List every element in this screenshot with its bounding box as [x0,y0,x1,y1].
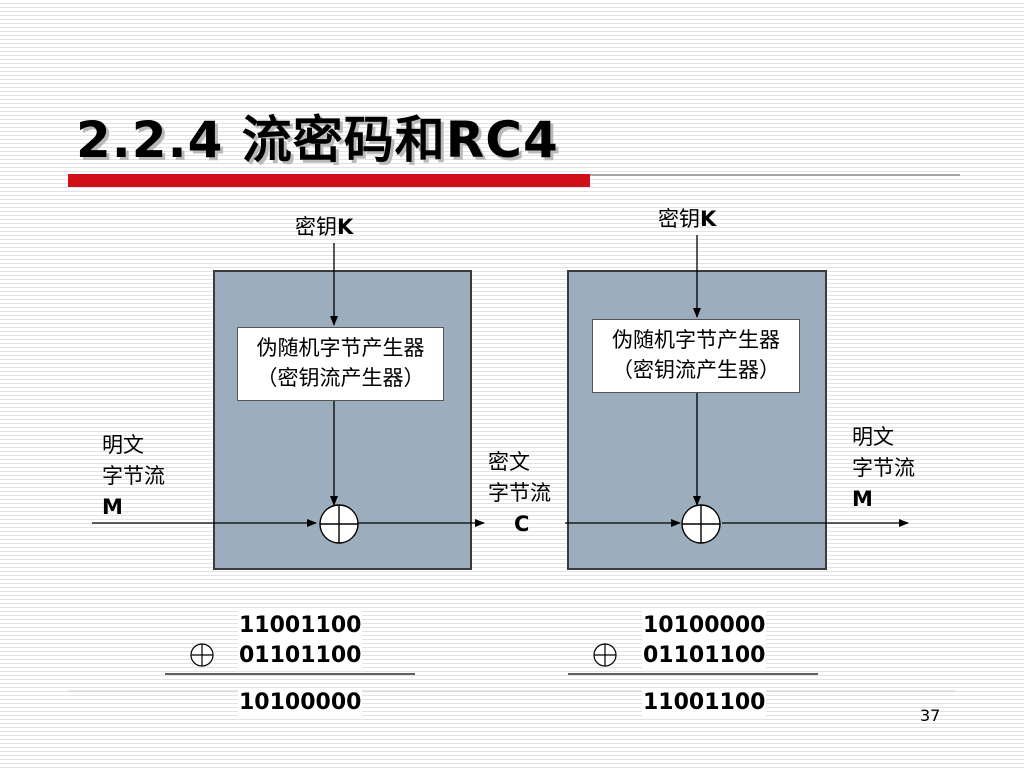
example-right-result: 11001100 [642,688,767,718]
plaintext-input-label: 明文 字节流 M [102,433,165,519]
page-number: 37 [920,706,941,725]
right-generator-line1: 伪随机字节产生器 [612,328,780,352]
title-underline-grey [590,174,960,176]
slide-title: 2.2.4 流密码和RC4 [76,111,559,169]
title-underline-red [68,174,590,187]
example-right-row2: 01101100 [642,641,767,671]
left-generator-line1: 伪随机字节产生器 [256,336,425,360]
example-left-row1: 11001100 [238,611,363,641]
example-left-result: 10100000 [238,688,363,718]
right-key-label: 密钥K [658,207,717,231]
example-right-xor-icon [593,643,617,667]
ciphertext-label: 密文 字节流 C [488,450,551,536]
example-left-xor-icon [190,643,214,667]
right-generator-line2: （密钥流产生器） [612,358,780,382]
example-left-row2: 01101100 [238,641,363,671]
right-keystream-generator: 伪随机字节产生器 （密钥流产生器） [592,319,800,393]
example-right-row1: 10100000 [642,611,767,641]
plaintext-output-label: 明文 字节流 M [852,425,915,511]
left-key-label: 密钥K [295,215,354,239]
left-keystream-generator: 伪随机字节产生器 （密钥流产生器） [237,327,444,401]
left-xor-icon [319,504,359,544]
right-xor-icon [681,504,721,544]
left-generator-line2: （密钥流产生器） [256,366,425,390]
